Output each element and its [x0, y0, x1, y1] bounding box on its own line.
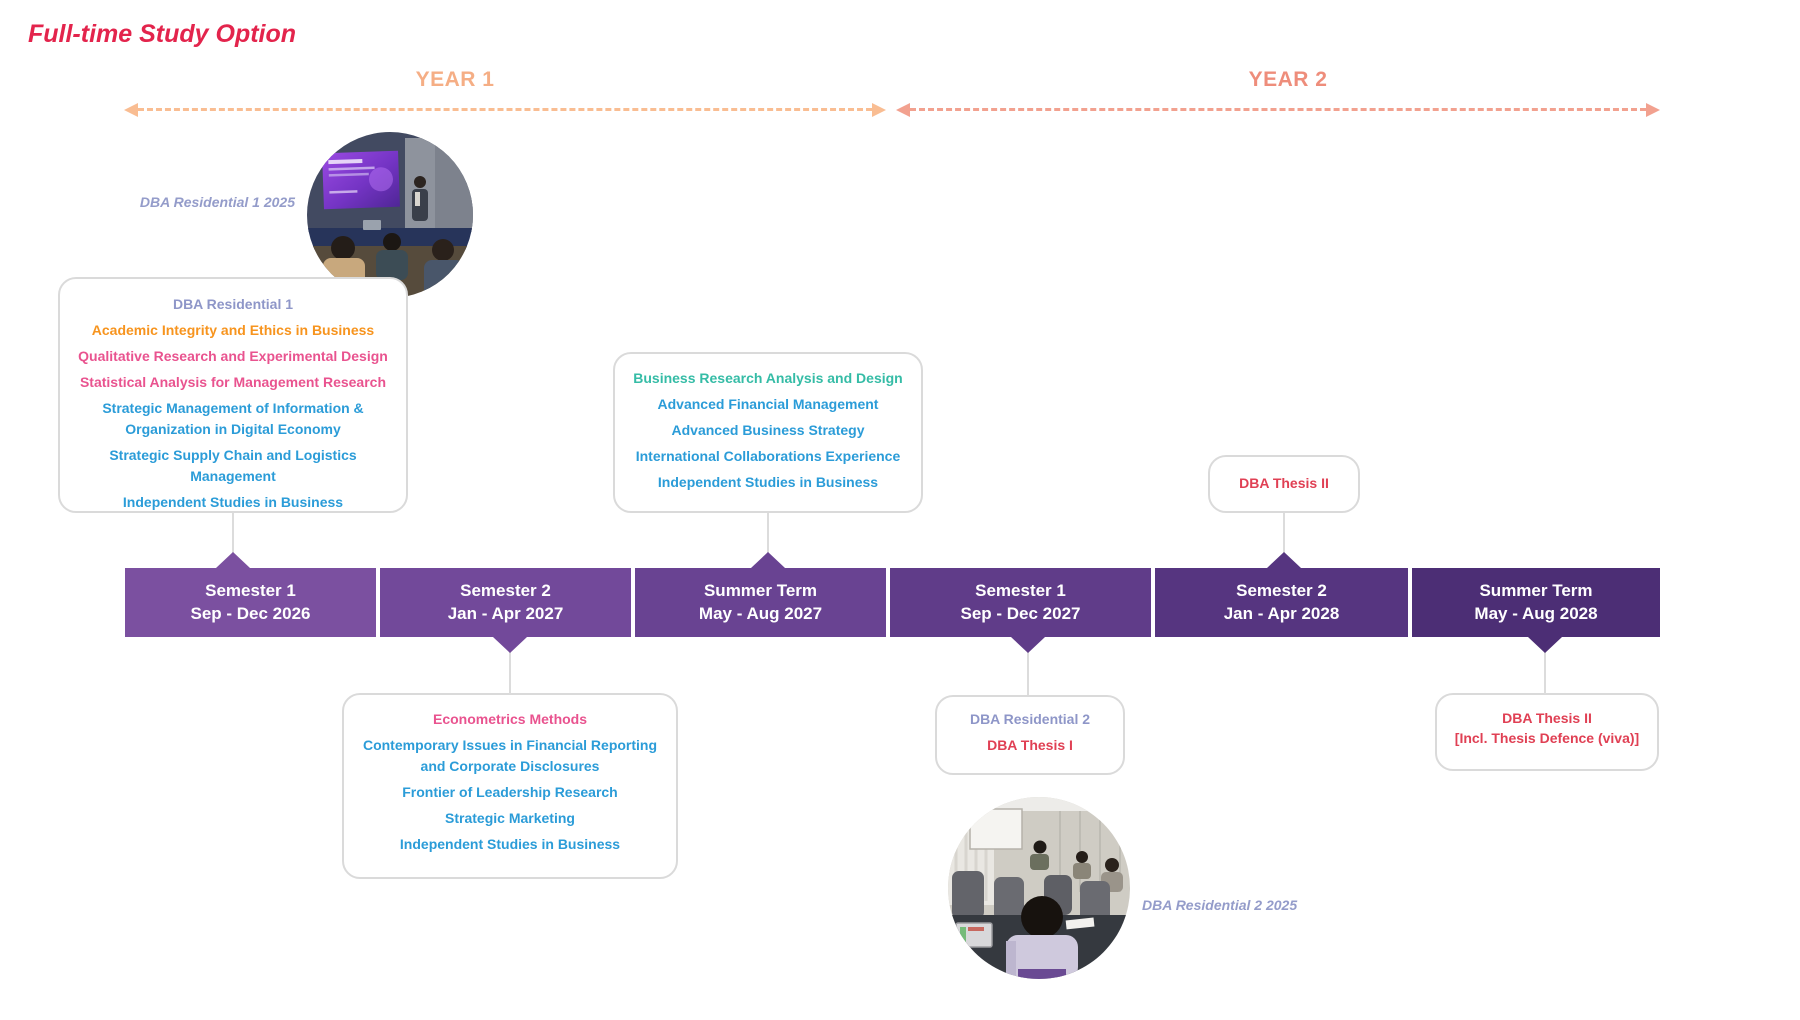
semester-name: Summer Term	[1479, 581, 1593, 600]
course-item: Strategic Marketing	[445, 810, 575, 826]
course-item: Advanced Business Strategy	[671, 422, 865, 438]
semester-dates: Sep - Dec 2027	[960, 604, 1081, 623]
course-item: Strategic Management of Information & Or…	[102, 400, 364, 437]
course-item: Frontier of Leadership Research	[402, 784, 618, 800]
course-item: [Incl. Thesis Defence (viva)]	[1454, 730, 1640, 746]
residential1-course-box: DBA Residential 1 Academic Integrity and …	[58, 277, 408, 513]
semester-block-6: Summer Term May - Aug 2028	[1412, 568, 1660, 637]
semester-block-5: Semester 2 Jan - Apr 2028	[1155, 568, 1408, 637]
course-item: Advanced Financial Management	[657, 396, 879, 412]
semester-name: Summer Term	[703, 581, 818, 600]
semester-block-4: Semester 1 Sep - Dec 2027	[890, 568, 1151, 637]
triangle-up-summer-2027-icon	[751, 552, 785, 568]
connector-residential2	[1027, 652, 1029, 695]
semester-name: Semester 1	[975, 581, 1066, 600]
triangle-down-summer-2028-icon	[1528, 637, 1562, 653]
connector-summer-term-2027	[767, 513, 769, 553]
triangle-down-semester2-2027-icon	[493, 637, 527, 653]
thesis2-viva-box: DBA Thesis II [Incl. Thesis Defence (viva…	[1435, 693, 1659, 771]
course-item: DBA Thesis II	[1239, 475, 1329, 491]
semester-dates: Jan - Apr 2028	[1223, 604, 1340, 623]
semester-name: Semester 2	[460, 581, 551, 600]
semester-dates: Sep - Dec 2026	[190, 604, 311, 623]
semester-name: Semester 2	[1236, 581, 1327, 600]
year2-left-arrow-icon	[896, 103, 910, 117]
course-item: Strategic Supply Chain and Logistics Man…	[109, 447, 357, 484]
connector-thesis2	[1283, 513, 1285, 553]
year2-label: YEAR 2	[1248, 68, 1328, 91]
course-item: Academic Integrity and Ethics in Busines…	[91, 322, 375, 338]
thesis2-box: DBA Thesis II	[1208, 455, 1360, 513]
year1-dashed-line	[138, 108, 872, 111]
semester-block-1: Semester 1 Sep - Dec 2026	[125, 568, 376, 637]
page-title: Full-time Study Option	[28, 20, 297, 48]
course-item: Qualitative Research and Experimental De…	[78, 348, 388, 364]
residential1-photo-caption: DBA Residential 1 2025	[139, 194, 295, 210]
semester-dates: Jan - Apr 2027	[447, 604, 564, 623]
year2-right-arrow-icon	[1646, 103, 1660, 117]
connector-thesis2-viva	[1544, 652, 1546, 694]
triangle-up-semester1-2026-icon	[216, 552, 250, 568]
connector-residential1	[232, 513, 234, 553]
triangle-down-semester1-2027-icon	[1011, 637, 1045, 653]
semester-dates: May - Aug 2028	[1474, 604, 1598, 623]
semester-block-2: Semester 2 Jan - Apr 2027	[380, 568, 631, 637]
connector-semester2-2027	[509, 652, 511, 694]
course-item: Business Research Analysis and Design	[633, 370, 903, 386]
year1-left-arrow-icon	[124, 103, 138, 117]
course-item: DBA Thesis I	[987, 737, 1073, 753]
course-item: DBA Residential 1	[172, 296, 294, 312]
triangle-up-semester2-2028-icon	[1267, 552, 1301, 568]
semester-dates: May - Aug 2027	[698, 604, 823, 623]
course-item: DBA Thesis II	[1502, 710, 1592, 726]
semester-name: Semester 1	[205, 581, 296, 600]
residential2-photo-caption: DBA Residential 2 2025	[1142, 897, 1298, 913]
course-item: Contemporary Issues in Financial Reporti…	[362, 737, 658, 774]
residential2-photo	[948, 797, 1130, 979]
year1-right-arrow-icon	[872, 103, 886, 117]
course-item: Independent Studies in Business	[657, 474, 879, 490]
residential2-course-box: DBA Residential 2 DBA Thesis I	[935, 695, 1125, 775]
course-item: International Collaborations Experience	[635, 448, 901, 464]
course-item: Econometrics Methods	[432, 711, 588, 727]
year2-dashed-line	[910, 108, 1646, 111]
year1-label: YEAR 1	[415, 68, 495, 91]
semester-block-3: Summer Term May - Aug 2027	[635, 568, 886, 637]
course-item: Independent Studies in Business	[399, 836, 621, 852]
residential1-photo	[307, 132, 473, 298]
course-item: DBA Residential 2	[969, 711, 1091, 727]
course-item: Independent Studies in Business	[122, 494, 344, 510]
course-item: Statistical Analysis for Management Rese…	[79, 374, 387, 390]
